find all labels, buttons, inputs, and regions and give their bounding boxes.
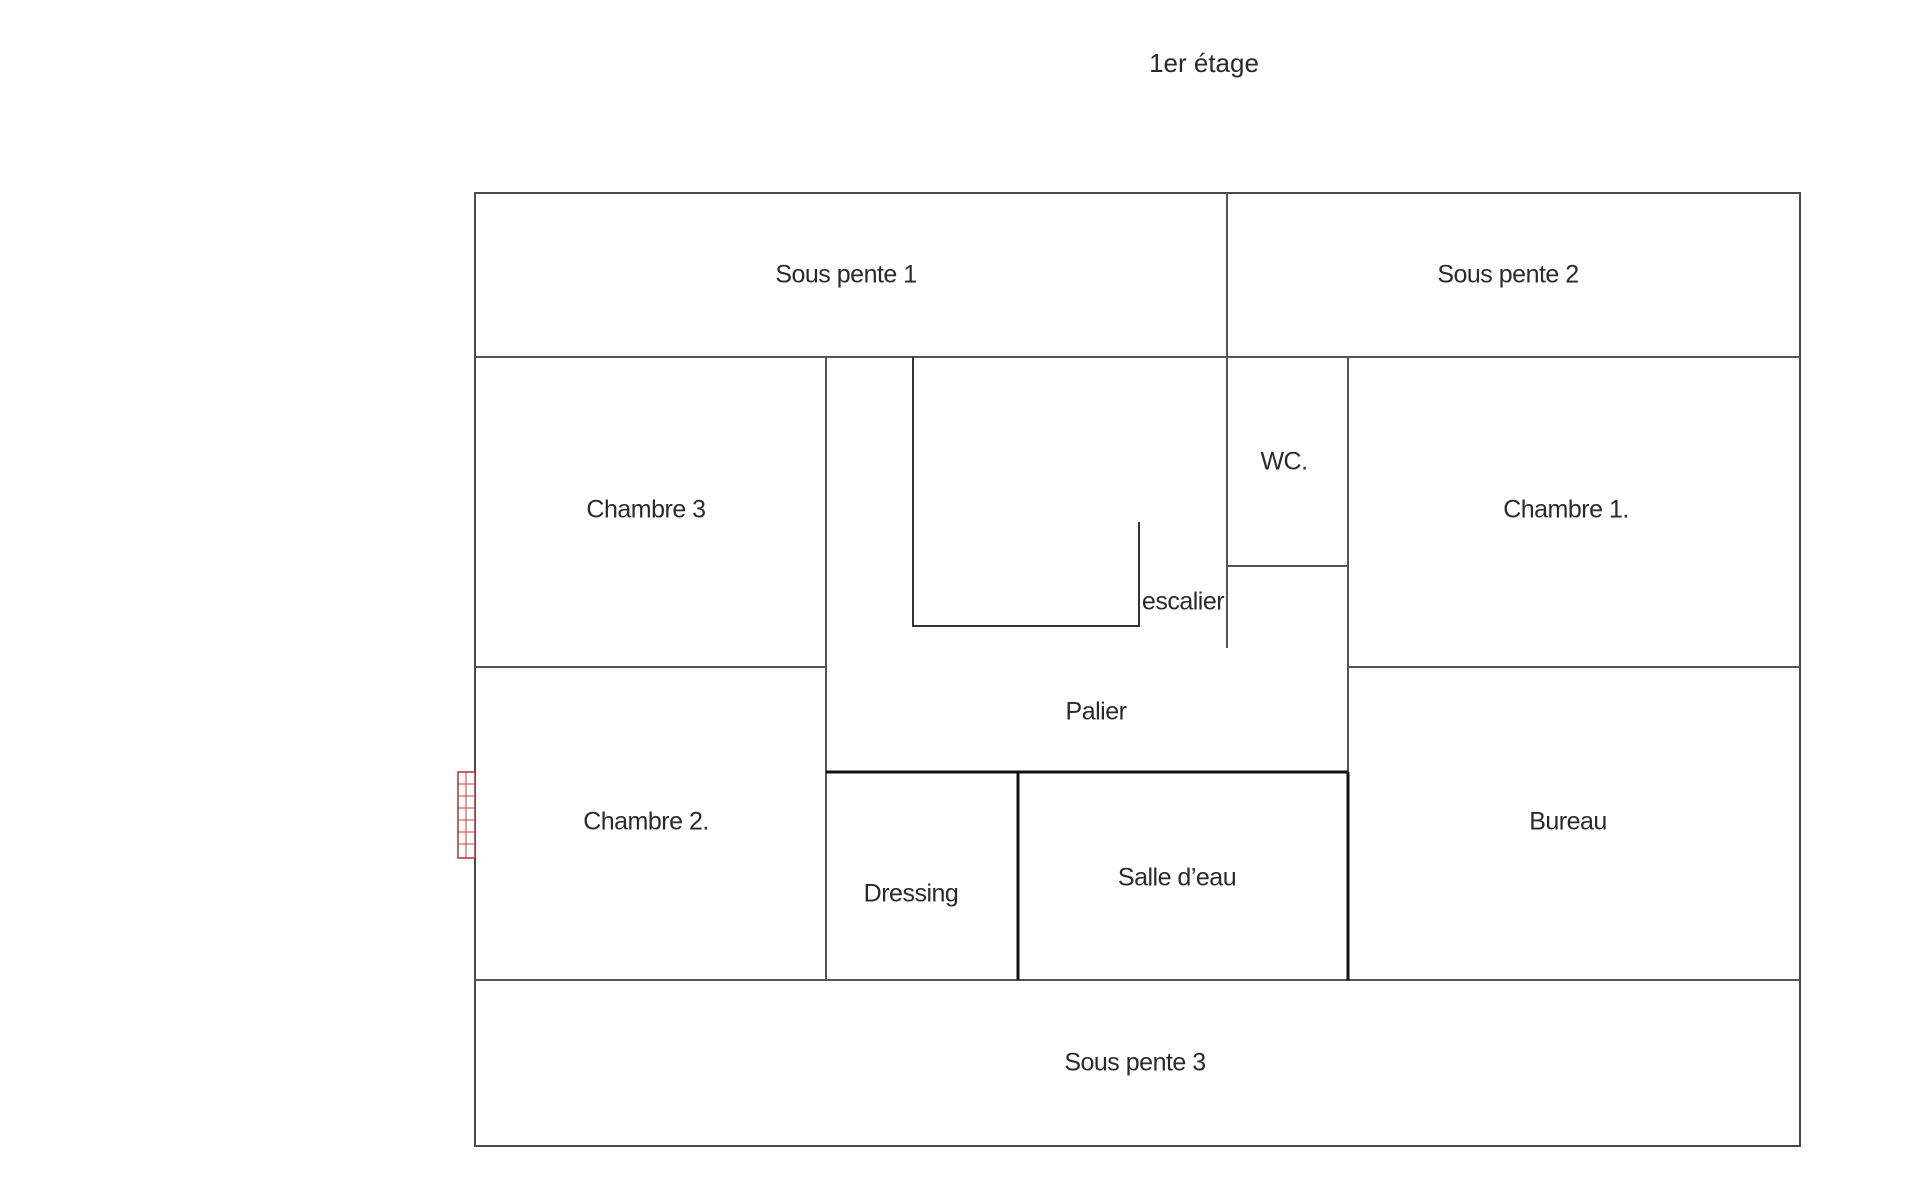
label-escalier: escalier (1142, 588, 1224, 616)
label-dressing: Dressing (864, 880, 959, 908)
label-sous-pente-1: Sous pente 1 (775, 261, 916, 289)
outer-wall (474, 192, 1801, 1147)
label-sous-pente-3: Sous pente 3 (1064, 1049, 1205, 1077)
label-chambre-3: Chambre 3 (586, 496, 705, 524)
label-wc: WC. (1260, 448, 1307, 476)
label-bureau: Bureau (1529, 808, 1607, 836)
floor-title: 1er étage (1149, 48, 1259, 78)
label-chambre-2: Chambre 2. (583, 808, 709, 836)
staircase-outline (912, 357, 1140, 627)
window-left-wall (457, 771, 476, 859)
label-chambre-1: Chambre 1. (1503, 496, 1629, 524)
label-sous-pente-2: Sous pente 2 (1437, 261, 1578, 289)
label-salle-d-eau: Salle d’eau (1118, 864, 1236, 892)
label-palier: Palier (1066, 698, 1127, 726)
